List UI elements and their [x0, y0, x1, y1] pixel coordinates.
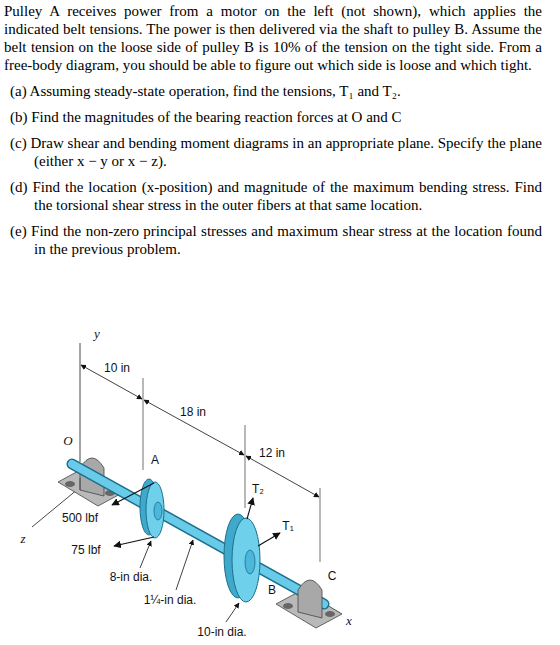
- problem-text: Pulley A receives power from a motor on …: [4, 2, 542, 266]
- figure-label: C: [328, 569, 337, 583]
- figure-label: T₁: [282, 519, 293, 533]
- leader-lines: [140, 540, 239, 622]
- dimension-lines: [81, 365, 319, 497]
- axis-label: O: [63, 434, 72, 448]
- bearing-o: [80, 478, 81, 490]
- figure-label: 10-in dia.: [197, 625, 246, 639]
- figure-label: B: [268, 583, 276, 597]
- problem-part: (b) Find the magnitudes of the bearing r…: [34, 108, 542, 126]
- figure-label: A: [151, 453, 159, 467]
- figure-label: 8-in dia.: [110, 570, 153, 584]
- problem-part: (e) Find the non-zero principal stresses…: [34, 222, 542, 258]
- axis-label: z: [20, 532, 25, 546]
- figure-label: 75 lbf: [71, 543, 100, 557]
- problem-part: (a) Assuming steady-state operation, fin…: [34, 82, 542, 100]
- figure-label: 1¼-in dia.: [144, 593, 197, 607]
- y-axis: [80, 343, 81, 462]
- axis-label: x: [346, 614, 352, 628]
- figure-label: T₂: [252, 482, 264, 496]
- pulley-b: [224, 514, 260, 602]
- bearing-c: [298, 580, 322, 618]
- problem-statement: Pulley A receives power from a motor on …: [4, 2, 542, 74]
- force-arrows: [112, 483, 280, 546]
- figure-label: 18 in: [180, 405, 206, 419]
- figure-label: 10 in: [104, 361, 130, 375]
- problem-part: (d) Find the location (x-position) and m…: [34, 178, 542, 214]
- axis-label: y: [94, 327, 100, 341]
- shaft: [72, 464, 324, 604]
- problem-part: (c) Draw shear and bending moment diagra…: [34, 134, 542, 170]
- shaft: [72, 464, 324, 604]
- figure-label: 12 in: [259, 446, 285, 460]
- figure-label: 500 lbf: [62, 511, 98, 525]
